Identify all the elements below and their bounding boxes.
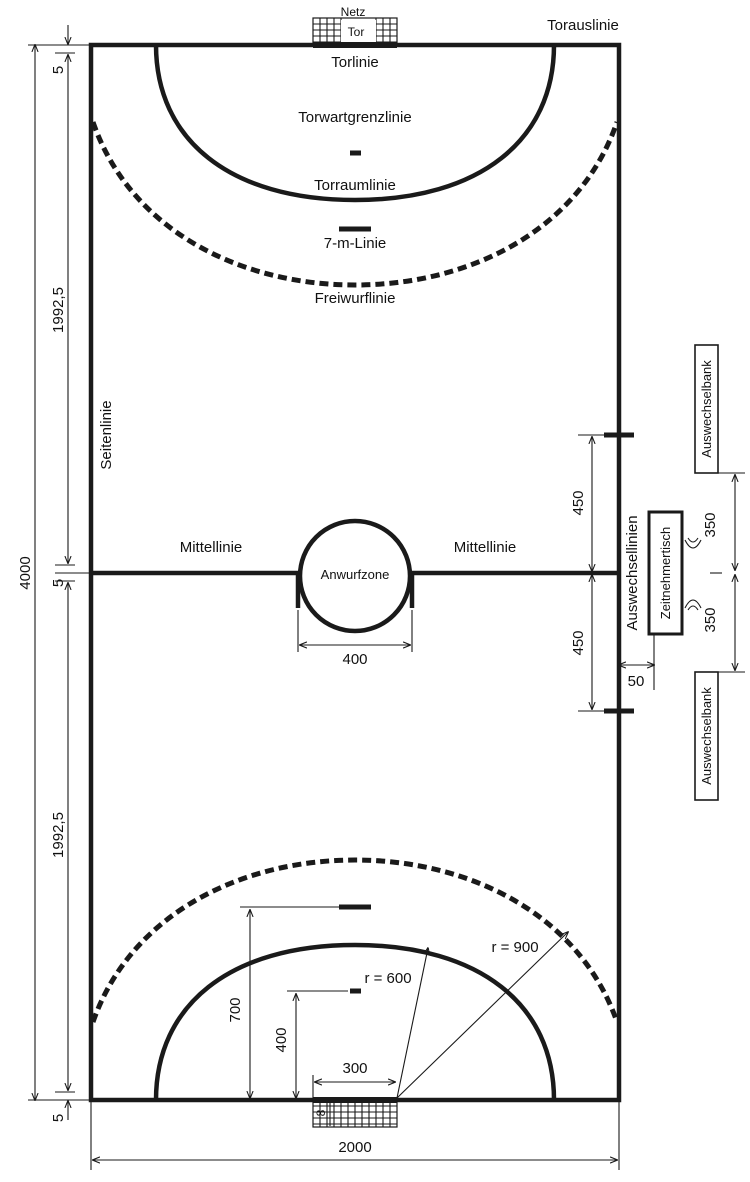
auswechselbank-bottom-box [694,671,719,801]
dim-350-top: 350 [702,512,719,537]
dim-r600: r = 600 [364,970,411,987]
label-anwurfzone: Anwurfzone [321,567,390,582]
label-mittellinie-right: Mittellinie [454,539,517,556]
dim-8: 8 [314,1109,328,1116]
dim-400-goal: 400 [273,1027,290,1052]
circle-diameter-dimension [297,610,413,652]
dim-450-bottom: 450 [570,630,587,655]
bottom-torraumlinie [153,942,557,1101]
label-torlinie: Torlinie [331,54,379,71]
top-torraumlinie [153,44,557,203]
label-freiwurflinie: Freiwurflinie [315,290,396,307]
dim-400-circle: 400 [342,651,367,668]
left-dimension-lines [28,25,91,1120]
label-torraumlinie: Torraumlinie [314,177,396,194]
dim-1992-top: 1992,5 [50,287,67,333]
label-tor: Tor [348,25,365,39]
dim-5-mid: 5 [50,579,67,587]
bench-dimensions [684,472,745,673]
label-mittellinie-left: Mittellinie [180,539,243,556]
zeitnehmertisch-box [647,510,684,636]
dim-r900: r = 900 [491,939,538,956]
dim-450-top: 450 [570,490,587,515]
label-auswechselbank-top: Auswechselbank [699,360,714,458]
auswechselbank-top-box [694,344,719,474]
dim-4000: 4000 [17,556,34,589]
bottom-freiwurflinie [90,857,620,1023]
dim-2000: 2000 [338,1139,371,1156]
label-zeitnehmertisch: Zeitnehmertisch [658,527,673,619]
dim-1992-bottom: 1992,5 [50,812,67,858]
dim-5-bottom: 5 [50,1114,67,1122]
dim-350-bottom: 350 [702,607,719,632]
label-7m-linie: 7-m-Linie [324,235,387,252]
label-auswechsellinien: Auswechsellinien [624,515,641,630]
label-netz: Netz [341,5,366,19]
goal-area-dimensions [240,906,568,1126]
substitution-dimensions [578,434,654,712]
label-torauslinie: Torauslinie [547,17,619,34]
label-torwartgrenzlinie: Torwartgrenzlinie [298,109,411,126]
dim-5-top: 5 [50,66,67,74]
label-auswechselbank-bottom: Auswechselbank [699,687,714,785]
top-freiwurflinie [90,121,620,288]
dim-700: 700 [227,997,244,1022]
width-dimension [90,1100,620,1170]
label-seitenlinie: Seitenlinie [98,400,115,469]
dim-300: 300 [342,1060,367,1077]
dim-50: 50 [628,673,645,690]
